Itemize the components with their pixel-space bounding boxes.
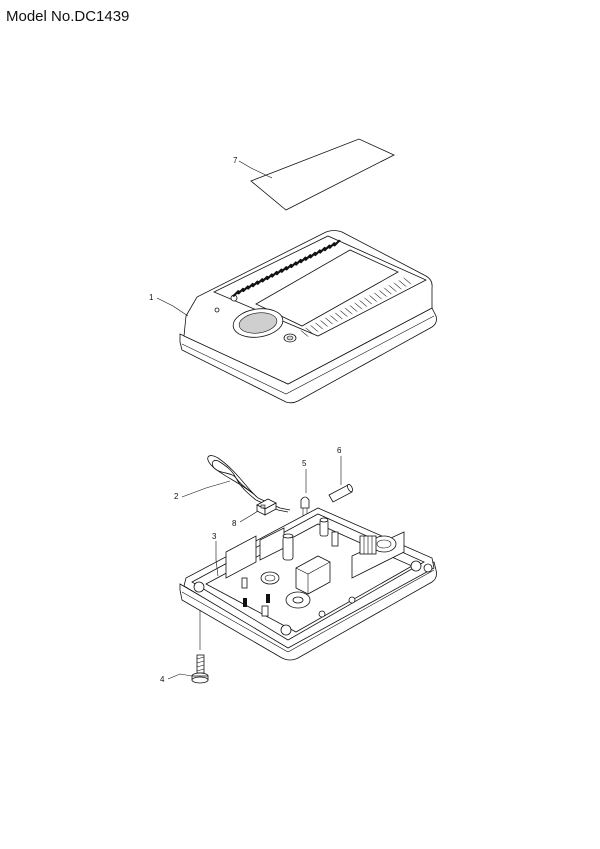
vent-slot xyxy=(309,325,319,332)
vent-slot xyxy=(256,278,264,285)
vent-slot xyxy=(289,261,298,269)
vent-slots-front xyxy=(300,277,412,337)
vent-slot xyxy=(334,312,344,320)
vent-slot xyxy=(383,287,393,295)
vent-slot xyxy=(308,251,317,259)
vent-slot xyxy=(300,330,309,337)
vent-slot xyxy=(378,290,388,297)
part-4-screw: 4 xyxy=(160,610,209,684)
model-number: Model No.DC1439 xyxy=(6,8,130,25)
vent-slot xyxy=(280,266,288,273)
vent-slot xyxy=(358,300,368,307)
callout-7: 7 xyxy=(233,156,238,165)
vent-slots-back xyxy=(232,239,341,297)
vent-slot xyxy=(275,268,284,276)
vent-slot xyxy=(402,277,412,285)
vent-slot xyxy=(398,280,407,287)
part-1-top-housing: 1 xyxy=(149,230,437,404)
callout-8: 8 xyxy=(232,519,237,528)
vent-slot xyxy=(318,246,327,254)
vent-slot xyxy=(323,244,332,252)
vent-slot xyxy=(236,287,245,295)
vent-slot xyxy=(260,275,269,283)
callout-3: 3 xyxy=(212,532,217,541)
vent-slot xyxy=(284,263,293,271)
vent-slot xyxy=(388,285,398,292)
vent-slot xyxy=(270,270,279,278)
vent-slot xyxy=(363,297,373,305)
vent-slot xyxy=(332,239,341,247)
vent-slot xyxy=(265,273,274,281)
vent-slot xyxy=(246,282,255,290)
callout-1: 1 xyxy=(149,293,154,302)
vent-slot xyxy=(251,280,260,288)
vent-slot xyxy=(368,295,378,302)
vent-slot xyxy=(324,317,334,325)
vent-slot xyxy=(314,322,324,330)
part-3-base-pcb: 3 xyxy=(179,507,437,661)
callout-5: 5 xyxy=(302,459,307,468)
vent-slot xyxy=(241,285,250,293)
vent-slot xyxy=(393,282,403,290)
part-7-label: 7 xyxy=(233,138,395,211)
vent-slot xyxy=(304,327,314,335)
vent-slot xyxy=(339,310,349,317)
callout-4: 4 xyxy=(160,675,165,684)
callout-2: 2 xyxy=(174,492,179,501)
vent-slot xyxy=(319,320,329,327)
vent-slot xyxy=(353,302,363,310)
vent-slot xyxy=(373,292,383,300)
vent-slot xyxy=(294,258,303,266)
vent-slot xyxy=(313,249,322,257)
vent-slot xyxy=(328,242,336,249)
vent-slot xyxy=(232,290,240,297)
vent-slot xyxy=(344,307,354,315)
part-8-connector: 8 xyxy=(232,498,277,528)
callout-6: 6 xyxy=(337,446,342,455)
vent-slot xyxy=(329,315,339,322)
part-5-led: 5 xyxy=(300,459,310,518)
vent-slot xyxy=(304,254,312,261)
vent-slot xyxy=(299,256,308,264)
part-6-fuse: 6 xyxy=(328,446,353,503)
vent-slot xyxy=(349,305,358,312)
